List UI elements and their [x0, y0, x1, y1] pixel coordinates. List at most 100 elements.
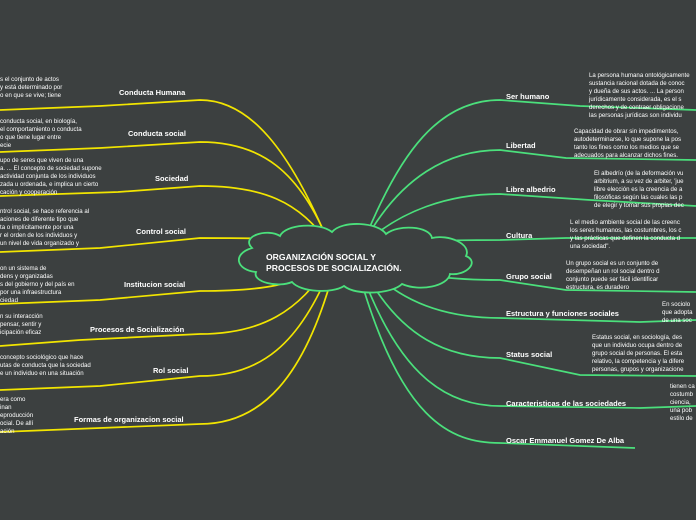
note-line: relativo, la competencia y la difere	[592, 358, 685, 366]
note-line: personas, grupos y organizacione	[592, 366, 684, 374]
note-libre-albedrio[interactable]: El albedrío (de la deformación vu arbitr…	[594, 170, 684, 210]
note-line: eproducción	[0, 412, 34, 420]
note-conducta-social[interactable]: conducta social, en biología, el comport…	[0, 118, 82, 150]
note-line: que adopta	[662, 309, 693, 317]
note-line: que un individuo ocupa dentro de	[592, 342, 683, 350]
note-line: era como	[0, 396, 26, 403]
note-line: n su interacción	[0, 313, 43, 320]
note-ser-humano[interactable]: La persona humana ontológicamente sustan…	[589, 72, 690, 121]
note-control-social[interactable]: ntrol social, se hace referencia al acio…	[0, 208, 89, 248]
central-topic-cloud	[238, 223, 473, 294]
topic-institucion-social[interactable]: Institucion social	[124, 280, 186, 289]
branch-oscar	[357, 269, 636, 449]
note-line: e un individuo en una situación	[0, 370, 84, 378]
note-line: filosóficas según las cuales las p	[594, 194, 683, 202]
note-line: un nivel de vida organizado y	[0, 240, 79, 248]
note-line: grupo social de personas. El esta	[592, 350, 683, 358]
note-caracteristicas-sociedades[interactable]: tienen ca costumb ciencia, una pob estil…	[670, 383, 695, 423]
topic-cultura[interactable]: Cultura	[506, 231, 533, 240]
note-line: estructura, es duradero	[566, 284, 630, 292]
central-topic-line2: PROCESOS DE SOCIALIZACIÓN.	[266, 263, 402, 273]
note-line: s del gobierno y del país en	[0, 281, 75, 289]
note-grupo-social[interactable]: Un grupo social es un conjunto de desemp…	[566, 260, 660, 292]
topic-author[interactable]: Oscar Emmanuel Gomez De Alba	[506, 436, 625, 445]
note-line: y dueña de sus actos. ... La person	[589, 88, 684, 96]
note-conducta-humana[interactable]: s el conjunto de actos y está determinad…	[0, 76, 62, 100]
note-line: por una infraestructura	[0, 289, 62, 297]
note-line: arbitrium, a su vez de arbiter, 'jue	[594, 178, 684, 186]
topic-formas-organizacion[interactable]: Formas de organizacion social	[74, 415, 184, 424]
branch-rol-social	[0, 263, 333, 391]
note-line: utas de conducta que la sociedad	[0, 362, 91, 370]
note-line: conducta social, en biología,	[0, 118, 77, 125]
note-line: dens y organizadas	[0, 273, 53, 281]
note-line: adecuados para alcanzar dichos fines.	[574, 152, 678, 160]
note-libertad[interactable]: Capacidad de obrar sin impedimentos, aut…	[574, 128, 681, 160]
note-line: upo de seres que viven de una	[0, 157, 84, 164]
note-line: costumb	[670, 391, 694, 399]
note-line: inan	[0, 404, 12, 412]
note-formas-organizacion[interactable]: era como inan eproducción ocial. De allí…	[0, 396, 33, 436]
topic-rol-social[interactable]: Rol social	[153, 366, 189, 375]
note-line: L el medio ambiente social de las creenc	[570, 219, 680, 226]
note-line: ciencia,	[670, 399, 691, 407]
note-line: los seres humanos, las costumbres, los c	[570, 227, 682, 235]
note-line: las personas jurídicas son individu	[589, 112, 682, 120]
topic-estructura-funciones[interactable]: Estructura y funciones sociales	[506, 309, 619, 318]
note-line: ocial. De allí	[0, 420, 34, 428]
note-line: aciones de diferente tipo que	[0, 216, 79, 224]
note-estructura-funciones[interactable]: En sociolo que adopta de una soc	[662, 301, 693, 325]
note-procesos-socializacion[interactable]: n su interacción pensar, sentir y icipac…	[0, 313, 43, 337]
topic-caracteristicas-sociedades[interactable]: Caracteristicas de las sociedades	[506, 399, 627, 408]
note-rol-social[interactable]: concepto sociológico que hace utas de co…	[0, 354, 91, 378]
note-line: El albedrío (de la deformación vu	[594, 170, 684, 177]
note-line: actividad conjunta de los individuos	[0, 173, 96, 181]
central-topic-title[interactable]: ORGANIZACIÓN SOCIAL Y PROCESOS DE SOCIAL…	[266, 252, 436, 274]
note-line: jurídicamente considerada, es el s	[589, 96, 682, 104]
note-line: Un grupo social es un conjunto de	[566, 260, 659, 267]
branch-formas	[0, 265, 336, 433]
note-line: ecie	[0, 142, 12, 150]
note-line: ciedad	[0, 297, 18, 305]
note-line: y está determinado por	[0, 84, 63, 92]
note-line: s el conjunto de actos	[0, 76, 59, 83]
note-line: pensar, sentir y	[0, 321, 42, 329]
branch-conducta-humana	[0, 99, 331, 247]
note-status-social[interactable]: Estatus social, en sociología, des que u…	[592, 334, 684, 374]
topic-conducta-social[interactable]: Conducta social	[128, 129, 186, 138]
note-line: o en que se vive; tiene	[0, 92, 61, 100]
note-line: y las prácticas que definen la conducta …	[570, 235, 681, 243]
note-line: libre elección es la creencia de a	[594, 186, 683, 194]
note-sociedad[interactable]: upo de seres que viven de una a. ... El …	[0, 157, 102, 197]
topic-conducta-humana[interactable]: Conducta Humana	[119, 88, 186, 97]
branch-ser-humano	[361, 99, 696, 247]
note-line: En sociolo	[662, 301, 691, 308]
topic-status-social[interactable]: Status social	[506, 350, 553, 359]
topic-control-social[interactable]: Control social	[136, 227, 187, 236]
topic-ser-humano[interactable]: Ser humano	[506, 92, 550, 101]
note-line: La persona humana ontológicamente	[589, 72, 690, 79]
topic-grupo-social[interactable]: Grupo social	[506, 272, 552, 281]
note-line: r el orden de los individuos y	[0, 232, 78, 240]
note-line: Capacidad de obrar sin impedimentos,	[574, 128, 679, 135]
note-line: a. ... El concepto de sociedad supone	[0, 165, 102, 173]
note-line: sustancia racional dotada de conoc	[589, 80, 685, 88]
note-line: derechos y de contraer obligacione	[589, 104, 684, 112]
branch-status	[361, 265, 696, 377]
note-line: estilo de	[670, 415, 693, 423]
topic-libre-albedrio[interactable]: Libre albedrio	[506, 185, 556, 194]
branch-caracteristicas	[359, 267, 696, 409]
note-line: o que tiene lugar entre	[0, 134, 61, 142]
note-line: cación y cooperación	[0, 189, 58, 197]
note-line: icipación eficaz	[0, 329, 42, 337]
note-line: Estatus social, en sociología, des	[592, 334, 683, 341]
note-line: ntrol social, se hace referencia al	[0, 208, 90, 215]
topic-libertad[interactable]: Libertad	[506, 141, 536, 150]
note-line: de elegir y tomar sus propias dec	[594, 202, 684, 210]
note-cultura[interactable]: L el medio ambiente social de las creenc…	[570, 219, 681, 251]
branch-conducta-social	[0, 141, 331, 247]
topic-sociedad[interactable]: Sociedad	[155, 174, 189, 183]
note-institucion-social[interactable]: on un sistema de dens y organizadas s de…	[0, 265, 75, 305]
branch-libertad	[361, 149, 696, 247]
topic-procesos-socializacion[interactable]: Procesos de Socialización	[90, 325, 185, 334]
